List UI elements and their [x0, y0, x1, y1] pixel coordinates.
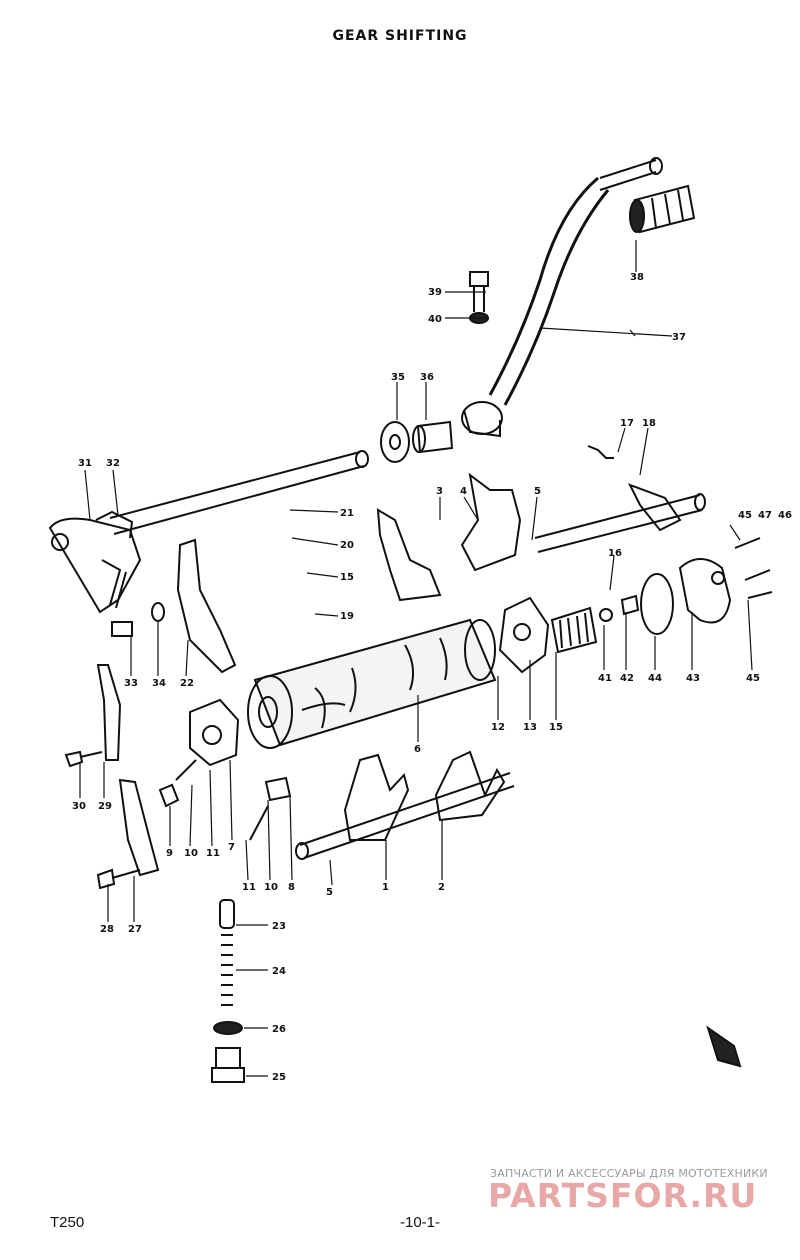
callout-38: 38 [630, 272, 644, 283]
pedal-bolt [469, 271, 489, 324]
callout-19: 19 [340, 611, 354, 622]
callout-1: 1 [382, 882, 389, 893]
callout-24: 24 [272, 966, 286, 977]
callout-labels: 39 40 38 37 35 36 31 32 17 18 3 4 5 21 2… [72, 272, 792, 1083]
callout-35: 35 [391, 372, 405, 383]
watermark-logo: PARTSFOR.RU [488, 1176, 758, 1215]
page-title: GEAR SHIFTING [332, 28, 468, 44]
callout-28: 28 [100, 924, 114, 935]
fork-shaft-lower [295, 750, 515, 860]
callout-21: 21 [340, 508, 354, 519]
callout-6: 6 [414, 744, 421, 755]
callout-27: 27 [128, 924, 142, 935]
shift-pedal-lever [461, 157, 663, 438]
callout-47: 47 [758, 510, 772, 521]
callout-18: 18 [642, 418, 656, 429]
callout-45b: 45 [746, 673, 760, 684]
callout-30: 30 [72, 801, 86, 812]
callout-10b: 10 [264, 882, 278, 893]
model-code: T250 [50, 1214, 85, 1231]
callout-36: 36 [420, 372, 434, 383]
callout-2: 2 [438, 882, 445, 893]
callout-3: 3 [436, 486, 443, 497]
watermark-tagline: ЗАПЧАСТИ И АКСЕССУАРЫ ДЛЯ МОТОТЕХНИКИ [490, 1167, 768, 1180]
shift-cam-arm [111, 538, 237, 674]
callout-16: 16 [608, 548, 622, 559]
callout-31: 31 [78, 458, 92, 469]
callout-13: 13 [523, 722, 537, 733]
shift-drum [247, 618, 497, 749]
cam-gear-and-pins [158, 698, 292, 841]
drum-end-parts [599, 537, 773, 635]
callout-11a: 11 [206, 848, 220, 859]
callout-20: 20 [340, 540, 354, 551]
callout-40: 40 [428, 314, 442, 325]
callout-43: 43 [686, 673, 700, 684]
callout-33: 33 [124, 678, 138, 689]
callout-9: 9 [166, 848, 173, 859]
callout-42: 42 [620, 673, 634, 684]
callout-37: 37 [672, 332, 686, 343]
callout-15b: 15 [549, 722, 563, 733]
shift-forks-upper [376, 472, 522, 602]
callout-46: 46 [778, 510, 792, 521]
callout-8: 8 [288, 882, 295, 893]
gear-shift-shaft [48, 450, 369, 614]
callout-44: 44 [648, 673, 662, 684]
callout-32: 32 [106, 458, 120, 469]
stopper-plate [64, 664, 122, 768]
callout-26: 26 [272, 1024, 286, 1035]
pedal-rubber [629, 184, 696, 234]
callout-15a: 15 [340, 572, 354, 583]
callout-22: 22 [180, 678, 194, 689]
callout-45a: 45 [738, 510, 752, 521]
callout-7: 7 [228, 842, 235, 853]
callout-17: 17 [620, 418, 634, 429]
callout-23: 23 [272, 921, 286, 932]
callout-12: 12 [491, 722, 505, 733]
callout-34: 34 [152, 678, 166, 689]
callout-39: 39 [428, 287, 442, 298]
fork-shaft-upper [534, 445, 706, 553]
direction-arrow [706, 1025, 742, 1068]
callout-4: 4 [460, 486, 467, 497]
callout-10a: 10 [184, 848, 198, 859]
callout-25: 25 [272, 1072, 286, 1083]
drum-bearing [550, 606, 598, 654]
callout-5: 5 [534, 486, 541, 497]
drum-star-plate [498, 596, 550, 674]
page-number: -10-1- [400, 1214, 441, 1231]
shaft-collars [380, 420, 454, 463]
neutral-switch-stack [211, 899, 245, 1083]
callout-29: 29 [98, 801, 112, 812]
shift-stopper-arm [96, 778, 160, 890]
callout-41: 41 [598, 673, 612, 684]
callout-11b: 11 [242, 882, 256, 893]
callout-5b: 5 [326, 887, 333, 898]
